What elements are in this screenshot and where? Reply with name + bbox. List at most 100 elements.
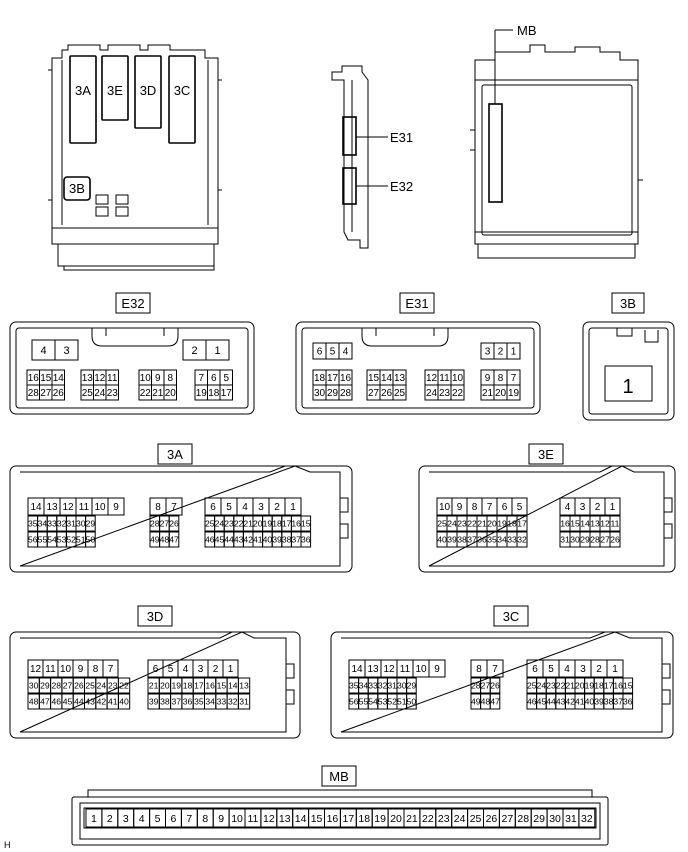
- pin-label: 25: [85, 681, 95, 691]
- pin-label: 10: [140, 373, 152, 384]
- pin-label: 31: [239, 697, 249, 707]
- pin-label: 44: [74, 697, 84, 707]
- pin-label: 29: [533, 813, 545, 825]
- pin-label: 27: [63, 681, 73, 691]
- connector-3a: 3A: [9, 443, 353, 573]
- pin-cell: [168, 515, 180, 532]
- pin-label: 18: [358, 813, 370, 825]
- pin-label: 44: [546, 697, 556, 707]
- pin-label: 48: [481, 697, 491, 707]
- pin-label: 13: [46, 502, 58, 513]
- pin-label: 3: [580, 502, 586, 513]
- pin-label: 16: [340, 373, 352, 384]
- pin-cell: [237, 693, 251, 710]
- pin-label: 55: [359, 697, 369, 707]
- pin-label: 2: [107, 813, 113, 825]
- pin-label: 37: [171, 697, 181, 707]
- pin-label: 51: [76, 535, 86, 545]
- pin-label: 30: [314, 388, 326, 399]
- pin-label: 5: [223, 373, 229, 384]
- pin-label: 1: [511, 347, 517, 358]
- pin-label: 15: [217, 681, 227, 691]
- pin-cell: [604, 497, 621, 516]
- pin-label: 21: [482, 388, 494, 399]
- pin-label: 49: [471, 697, 481, 707]
- pin-label: 14: [351, 664, 363, 675]
- connector-title: 3B: [620, 296, 636, 311]
- pin-label: 41: [575, 697, 585, 707]
- pin-cell: [506, 384, 521, 401]
- pin-label: 13: [590, 519, 600, 529]
- pin-label: 38: [282, 535, 292, 545]
- pin-label: 35: [349, 681, 359, 691]
- pin-label: 16: [28, 373, 40, 384]
- pin-label: 19: [508, 388, 520, 399]
- pin-label: 28: [471, 681, 481, 691]
- pin-label: 7: [186, 813, 192, 825]
- pin-cell: [622, 693, 634, 710]
- pin-label: 22: [234, 519, 244, 529]
- pin-label: 4: [183, 664, 189, 675]
- pin-label: 30: [549, 813, 561, 825]
- pin-cell: [107, 497, 125, 516]
- pin-cell: [54, 339, 79, 361]
- pin-label: 13: [367, 664, 379, 675]
- pin-label: 12: [263, 813, 275, 825]
- pin-label: 8: [155, 502, 161, 513]
- pin-label: 32: [581, 813, 593, 825]
- pin-label: 33: [368, 681, 378, 691]
- pin-label: 16: [327, 813, 339, 825]
- pin-label: 26: [490, 681, 500, 691]
- pin-label: 28: [150, 519, 160, 529]
- pin-label: 53: [57, 535, 67, 545]
- pin-label: 38: [604, 697, 614, 707]
- pin-label: 16: [205, 681, 215, 691]
- pin-label: 42: [97, 697, 107, 707]
- pin-label: 55: [38, 535, 48, 545]
- pin-label: 14: [295, 813, 307, 825]
- pin-cell: [105, 384, 119, 401]
- pin-label: 26: [53, 388, 65, 399]
- pin-label: 6: [153, 664, 159, 675]
- pin-cell: [222, 659, 239, 678]
- pin-label: 19: [374, 813, 386, 825]
- pin-label: 54: [368, 697, 378, 707]
- pin-label: 21: [477, 519, 487, 529]
- pin-label: 24: [454, 813, 466, 825]
- pin-label: 36: [183, 697, 193, 707]
- pin-cell: [219, 384, 233, 401]
- pin-label: 39: [447, 535, 457, 545]
- pin-label: 48: [29, 697, 39, 707]
- pin-label: 18: [183, 681, 193, 691]
- pin-label: 35: [487, 535, 497, 545]
- pin-label: 14: [381, 373, 393, 384]
- pin-label: 44: [224, 535, 234, 545]
- pin-label: 25: [82, 388, 94, 399]
- pin-label: 20: [495, 388, 507, 399]
- pin-cell: [338, 342, 353, 360]
- pin-label: 32: [57, 519, 67, 529]
- pin-label: 1: [622, 376, 633, 398]
- pin-label: 3: [485, 347, 491, 358]
- pin-label: 19: [171, 681, 181, 691]
- junction-label-3a: 3A: [75, 83, 91, 98]
- pin-label: 11: [45, 664, 56, 675]
- pin-label: 8: [167, 373, 173, 384]
- pin-label: 21: [406, 813, 418, 825]
- pin-label: 31: [560, 535, 570, 545]
- pin-cell: [284, 497, 302, 516]
- fuse-slot-3e: [101, 55, 129, 121]
- pin-label: 47: [40, 697, 50, 707]
- pin-label: 18: [208, 388, 220, 399]
- pin-label: 10: [60, 664, 72, 675]
- pin-label: 3: [258, 502, 264, 513]
- pin-label: 25: [527, 681, 537, 691]
- pin-label: 16: [291, 519, 301, 529]
- connector-title: 3C: [503, 609, 520, 624]
- pin-label: 32: [378, 681, 388, 691]
- pin-label: 41: [108, 697, 118, 707]
- pin-label: 11: [400, 664, 411, 675]
- pin-label: 11: [439, 373, 450, 384]
- pin-label: 51: [397, 697, 407, 707]
